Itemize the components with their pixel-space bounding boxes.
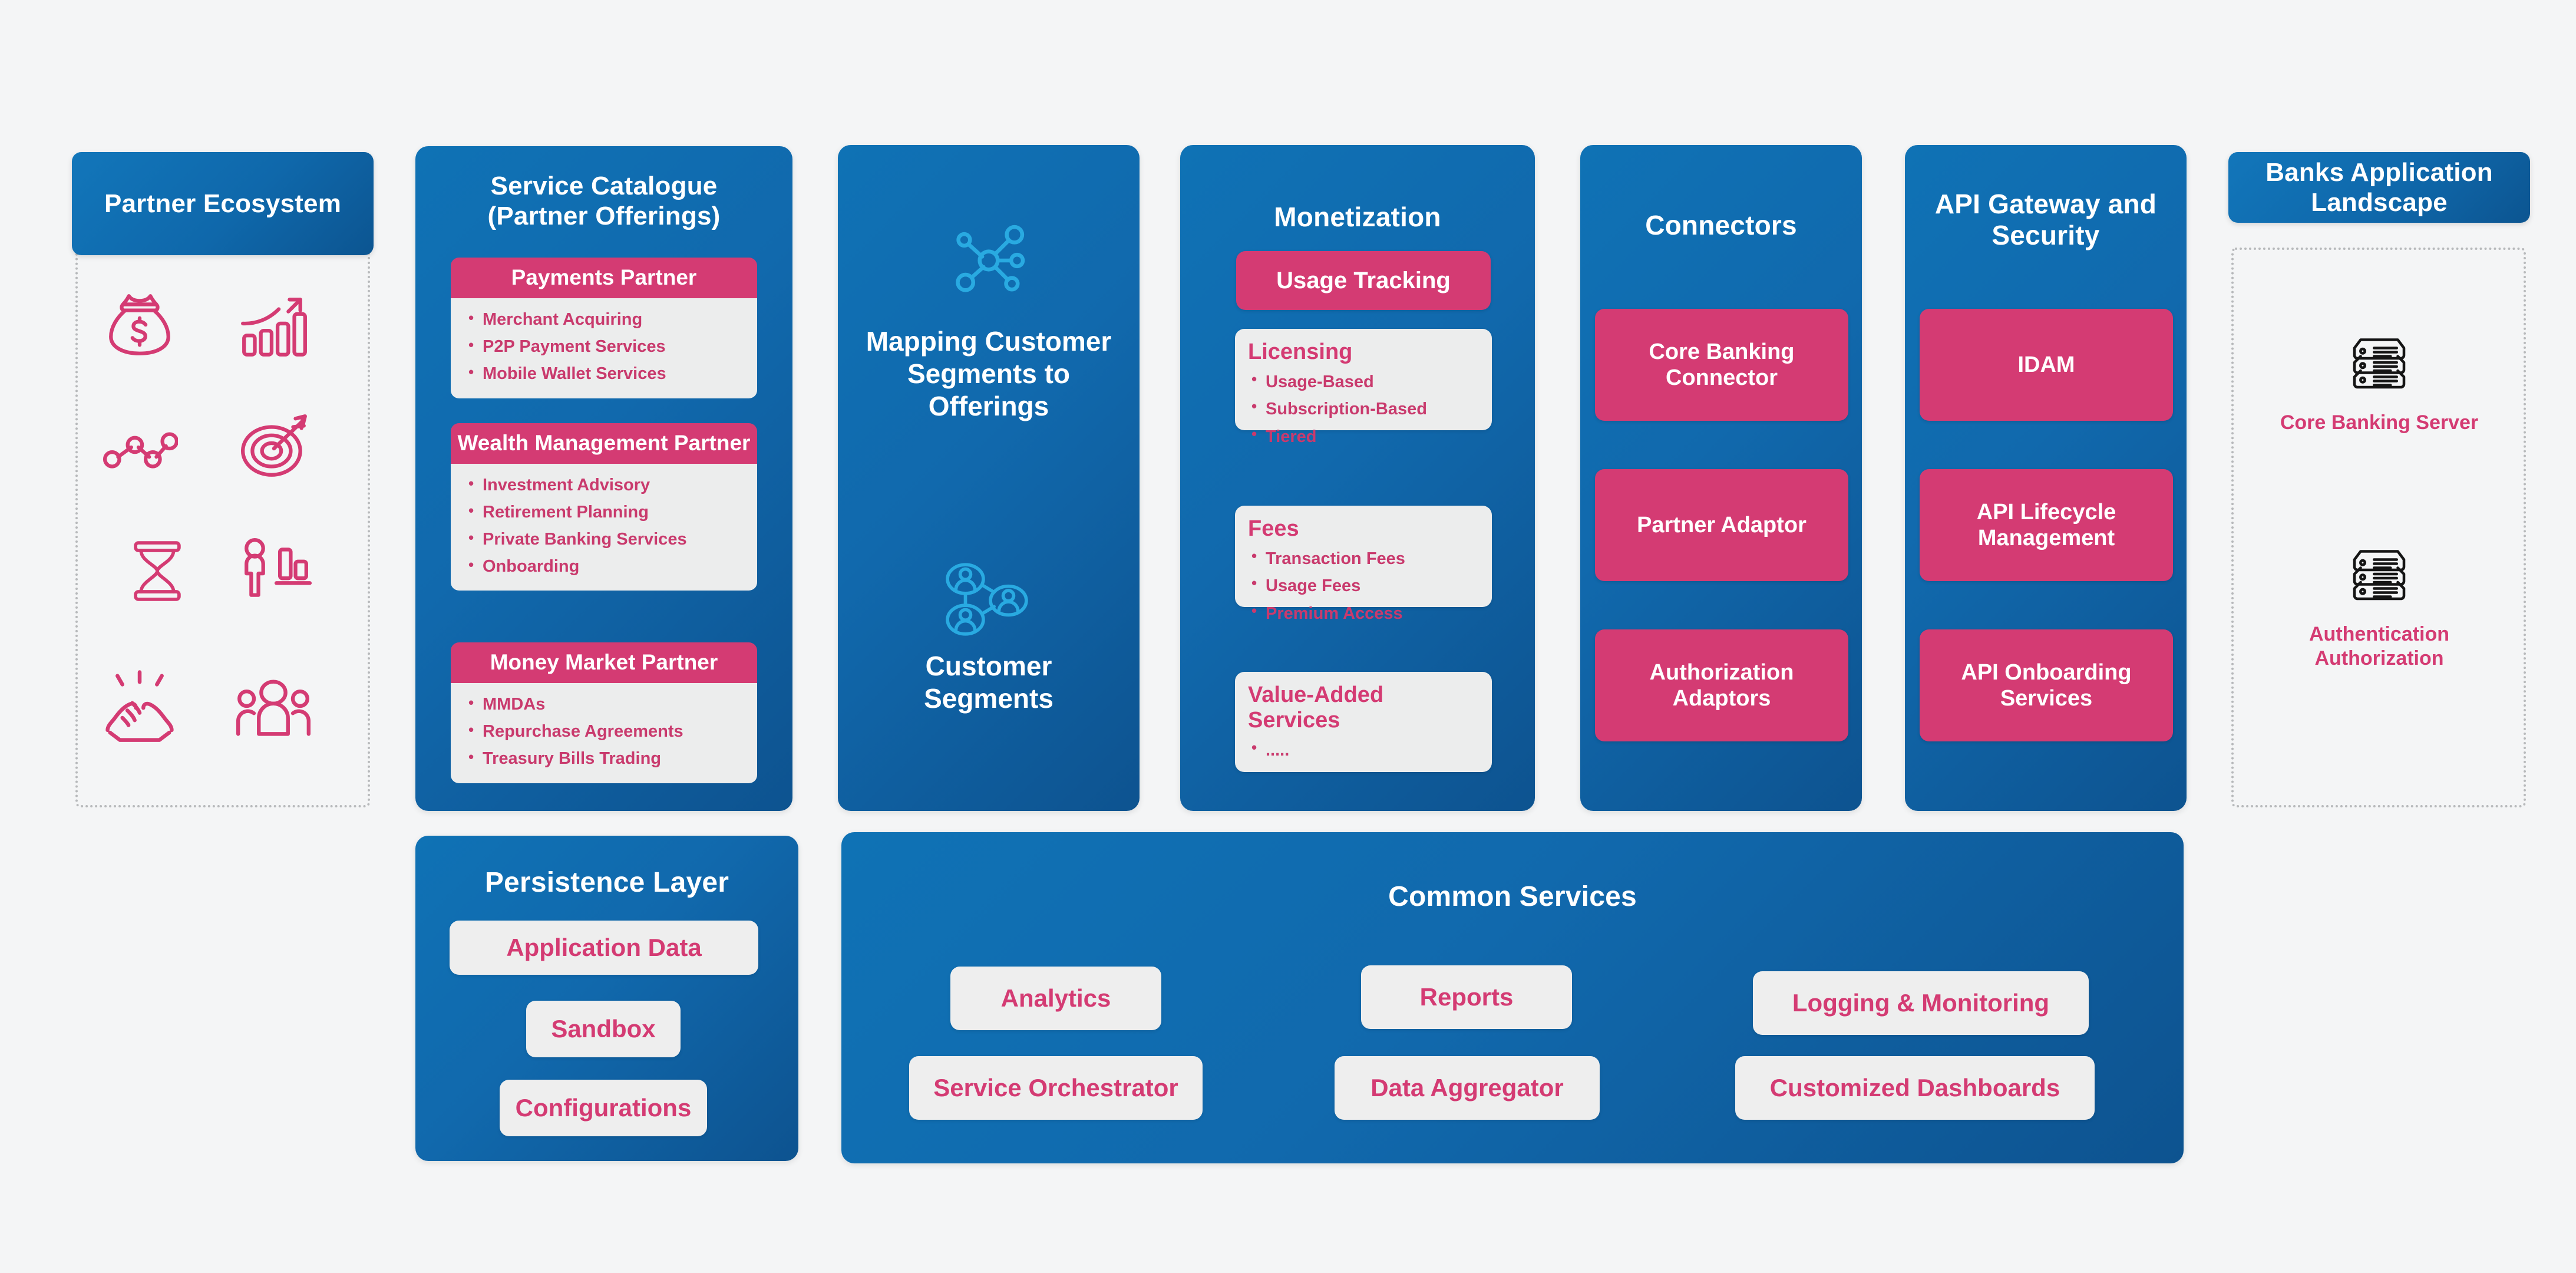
list-item: Investment Advisory: [466, 471, 751, 499]
list-item: P2P Payment Services: [466, 333, 751, 361]
list-item: Transaction Fees: [1248, 544, 1482, 572]
persistence-item-configurations[interactable]: Configurations: [500, 1080, 707, 1136]
list-item: Subscription-Based: [1248, 394, 1482, 423]
persistence-layer-title: Persistence Layer: [484, 867, 729, 898]
connector-core-banking-connector[interactable]: Core Banking Connector: [1595, 309, 1848, 421]
banks-landscape-title: Banks Application Landscape: [2265, 157, 2493, 217]
list-item: Treasury Bills Trading: [466, 745, 751, 773]
list-item: .....: [1248, 736, 1482, 764]
offering-card-header: Wealth Management Partner: [451, 423, 757, 464]
persistence-layer-panel: Persistence Layer: [415, 836, 798, 1161]
banks-landscape-header: Banks Application Landscape: [2228, 152, 2530, 223]
connectors-title: Connectors: [1645, 210, 1797, 240]
usage-tracking-chip[interactable]: Usage Tracking: [1236, 251, 1491, 310]
server-stack-icon: [2342, 545, 2416, 614]
group-heading: Licensing: [1248, 339, 1353, 364]
connector-partner-adaptor[interactable]: Partner Adaptor: [1595, 469, 1848, 581]
offering-card-wealth-management-partner[interactable]: Wealth Management Partner Investment Adv…: [451, 423, 757, 591]
target-arrow-icon: [237, 408, 313, 487]
group-heading: Fees: [1248, 516, 1299, 541]
api-gateway-title: API Gateway and Security: [1934, 189, 2157, 251]
network-hub-icon: [947, 219, 1030, 305]
money-bag-icon: [101, 286, 178, 366]
partner-ecosystem-title: Partner Ecosystem: [104, 189, 342, 218]
offering-card-items: MMDAs Repurchase Agreements Treasury Bil…: [451, 683, 757, 783]
monetization-group-licensing[interactable]: Licensing Usage-Based Subscription-Based…: [1235, 329, 1492, 447]
mapping-column: [838, 145, 1140, 811]
list-item: Usage Fees: [1248, 571, 1482, 599]
banks-landscape-dotted-frame: [2231, 248, 2526, 807]
api-gateway-item-api-lifecycle-management[interactable]: API Lifecycle Management: [1920, 469, 2173, 581]
offering-card-header: Money Market Partner: [451, 642, 757, 684]
server-stack-icon: [2342, 334, 2416, 403]
person-chart-icon: [237, 533, 313, 612]
api-gateway-item-api-onboarding-services[interactable]: API Onboarding Services: [1920, 629, 2173, 741]
people-group-icon: [235, 668, 312, 749]
connector-authorization-adaptors[interactable]: Authorization Adaptors: [1595, 629, 1848, 741]
common-service-customized-dashboards[interactable]: Customized Dashboards: [1735, 1056, 2095, 1120]
partner-ecosystem-icon-grid: [88, 277, 359, 796]
offering-card-money-market-partner[interactable]: Money Market Partner MMDAs Repurchase Ag…: [451, 642, 757, 783]
group-items: Usage-Based Subscription-Based Tiered: [1248, 367, 1482, 450]
banks-landscape-item-core-banking-server[interactable]: Core Banking Server: [2274, 334, 2484, 435]
monetization-title: Monetization: [1274, 202, 1441, 232]
persistence-item-sandbox[interactable]: Sandbox: [526, 1001, 681, 1057]
handshake-icon: [100, 666, 179, 748]
hourglass-icon: [123, 536, 192, 609]
group-items: Transaction Fees Usage Fees Premium Acce…: [1248, 544, 1482, 627]
common-service-data-aggregator[interactable]: Data Aggregator: [1335, 1056, 1600, 1120]
list-item: Retirement Planning: [466, 499, 751, 526]
persistence-item-application-data[interactable]: Application Data: [450, 921, 758, 975]
list-item: Premium Access: [1248, 599, 1482, 627]
list-item: Onboarding: [466, 553, 751, 581]
line-graph-nodes-icon: [101, 410, 179, 490]
partner-ecosystem-header: Partner Ecosystem: [72, 152, 374, 255]
offering-card-items: Merchant Acquiring P2P Payment Services …: [451, 298, 757, 398]
common-service-reports[interactable]: Reports: [1361, 965, 1572, 1029]
offering-card-items: Investment Advisory Retirement Planning …: [451, 464, 757, 591]
offering-card-header: Payments Partner: [451, 258, 757, 299]
common-services-title: Common Services: [1388, 881, 1637, 912]
growth-bar-chart-icon: [236, 288, 312, 367]
monetization-group-value-added-services[interactable]: Value-Added Services .....: [1235, 672, 1492, 772]
item-caption: Core Banking Server: [2280, 411, 2479, 434]
common-service-analytics[interactable]: Analytics: [950, 967, 1161, 1030]
list-item: Usage-Based: [1248, 367, 1482, 395]
item-caption: Authentication Authorization: [2309, 623, 2449, 670]
service-catalogue-title-line2: (Partner Offerings): [487, 202, 721, 231]
list-item: Repurchase Agreements: [466, 718, 751, 746]
api-gateway-item-idam[interactable]: IDAM: [1920, 309, 2173, 421]
monetization-group-fees[interactable]: Fees Transaction Fees Usage Fees Premium…: [1235, 506, 1492, 624]
common-service-logging-monitoring[interactable]: Logging & Monitoring: [1753, 971, 2089, 1035]
common-service-service-orchestrator[interactable]: Service Orchestrator: [909, 1056, 1203, 1120]
banks-landscape-item-authentication-authorization[interactable]: Authentication Authorization: [2274, 545, 2484, 671]
service-catalogue-title-line1: Service Catalogue: [490, 172, 718, 200]
list-item: MMDAs: [466, 691, 751, 718]
partner-ecosystem-dotted-frame: [75, 248, 370, 807]
group-heading: Value-Added Services: [1248, 682, 1384, 733]
mapping-title: Mapping Customer Segments to Offerings: [866, 326, 1112, 422]
offering-card-payments-partner[interactable]: Payments Partner Merchant Acquiring P2P …: [451, 258, 757, 398]
customer-segments-title: Customer Segments: [924, 651, 1053, 714]
list-item: Tiered: [1248, 422, 1482, 450]
group-items: .....: [1248, 736, 1482, 764]
list-item: Private Banking Services: [466, 526, 751, 553]
list-item: Merchant Acquiring: [466, 306, 751, 334]
customer-segments-icon: [943, 561, 1031, 641]
list-item: Mobile Wallet Services: [466, 360, 751, 388]
